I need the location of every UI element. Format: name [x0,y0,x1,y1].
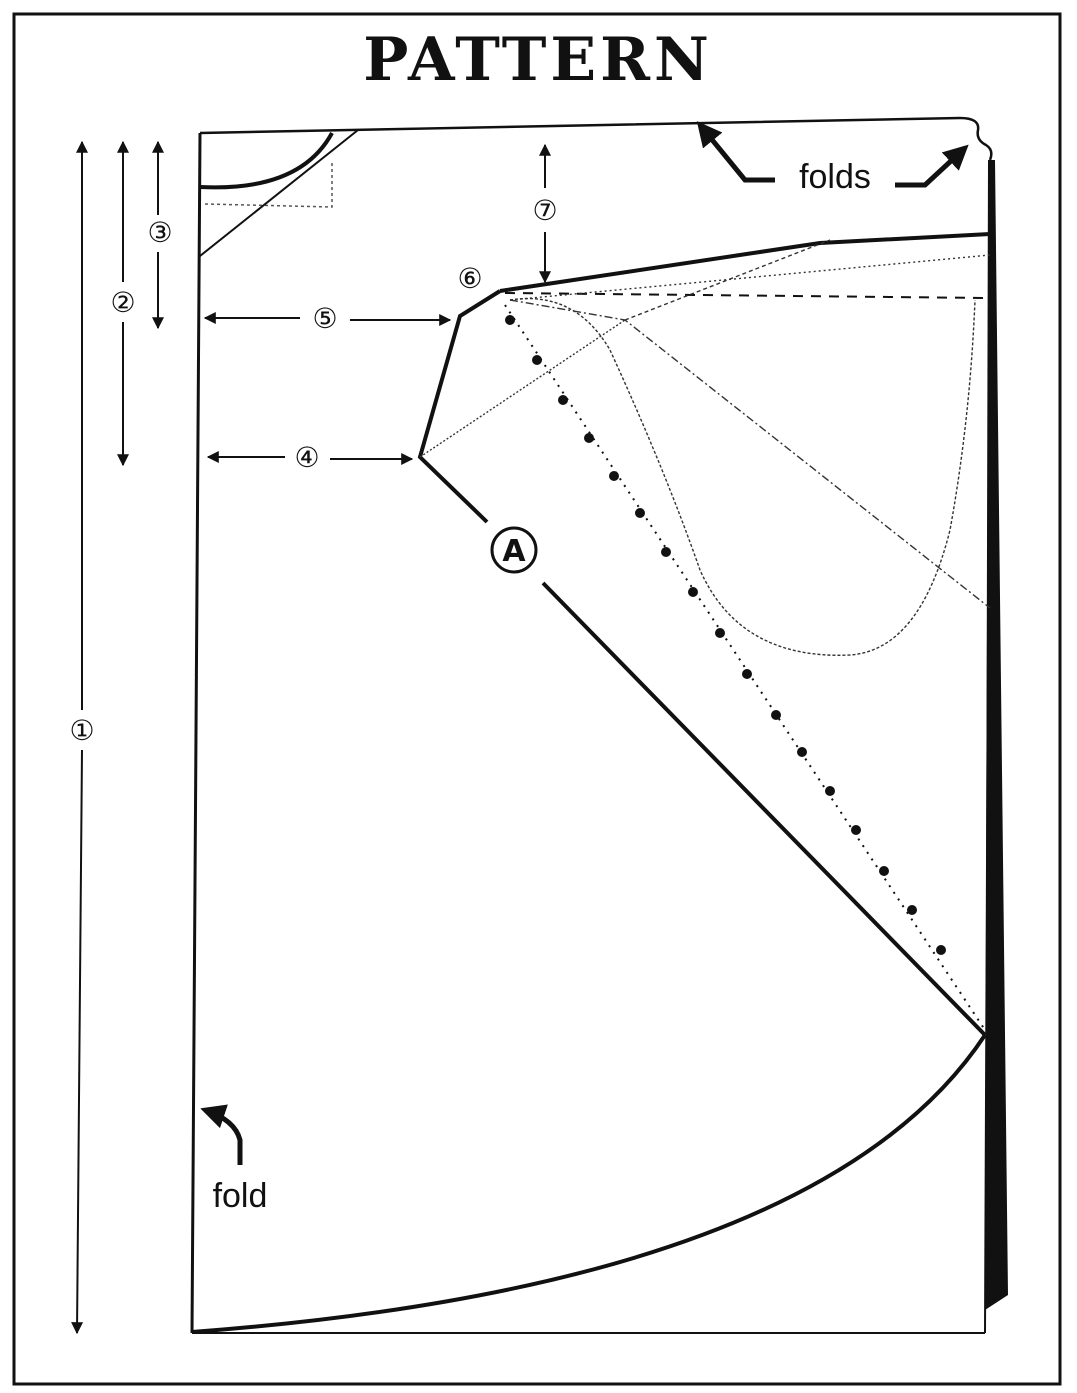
dashed-guide [504,292,989,299]
measure-7: ⑦ [532,143,558,284]
piece-label-a: A [490,526,538,574]
diagram-title: PATTERN [363,25,713,95]
sleeve-guides [419,239,991,656]
star-markers [505,315,946,955]
measure-3: ③ [147,140,173,330]
svg-text:folds: folds [799,158,871,196]
svg-text:⑦: ⑦ [532,194,557,227]
svg-text:⑤: ⑤ [312,302,337,335]
svg-text:⑥: ⑥ [457,262,482,295]
shoulder-line [499,232,991,293]
fabric-sheet [190,116,1008,1334]
svg-text:③: ③ [147,216,172,249]
measure-5: ⑤ [203,302,452,335]
svg-text:①: ① [69,714,94,747]
measure-6: ⑥ [457,262,482,295]
hem-curve [191,1033,987,1334]
svg-text:②: ② [110,286,135,319]
svg-text:④: ④ [294,441,319,474]
side-seam [417,289,502,524]
outer-frame [12,12,1062,1386]
measure-4: ④ [206,441,414,474]
svg-text:A: A [502,534,526,569]
svg-text:fold: fold [213,1177,268,1215]
neckline [199,129,359,257]
measure-2: ② [110,140,136,467]
measure-1: ① [69,140,95,1335]
fold-annotation: fold [200,1104,268,1215]
folds-annotation: folds [696,121,969,196]
star-seam-line [504,304,986,1031]
side-seam-lower [541,581,987,1037]
